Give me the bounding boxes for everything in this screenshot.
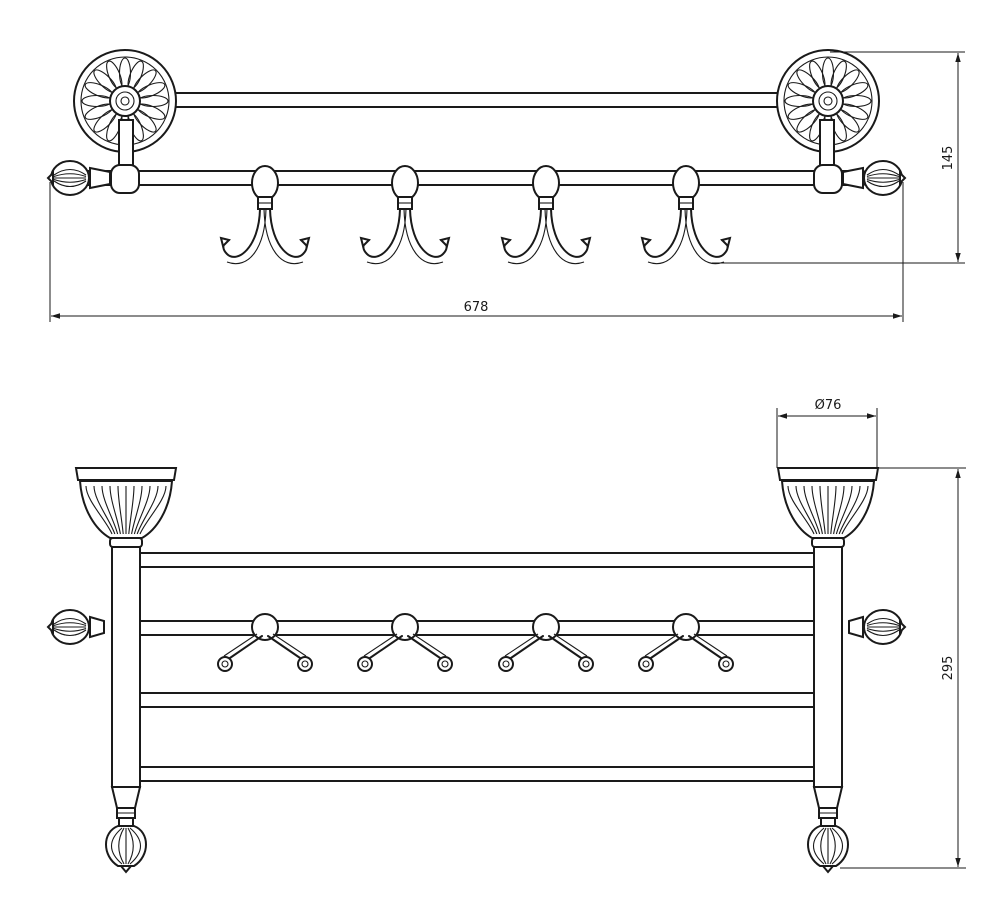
right-post [776, 467, 880, 874]
height-front-dimension-label: 295 [941, 656, 956, 681]
front-top-bar [139, 552, 816, 568]
right-side-finial [848, 609, 907, 645]
left-post [74, 467, 178, 874]
front-bottom-bar [139, 766, 816, 782]
front-view [46, 467, 907, 874]
dimension-diameter: Ø76 [776, 398, 878, 468]
front-posts [74, 467, 880, 874]
top-towel-bar [139, 92, 811, 108]
hook [359, 165, 451, 265]
left-connector [118, 119, 134, 169]
left-joint [110, 164, 140, 194]
dimension-height-front: 295 [840, 467, 966, 869]
hook [640, 165, 732, 265]
front-hook [638, 613, 734, 672]
left-side-finial [46, 609, 105, 645]
right-connector [819, 119, 835, 169]
front-hook [498, 613, 594, 672]
right-finial [842, 160, 907, 196]
front-hook [357, 613, 453, 672]
front-hooks [217, 613, 734, 672]
height-top-dimension-label: 145 [941, 146, 956, 171]
front-side-finials [46, 609, 907, 645]
front-hook-rail [139, 620, 816, 636]
hook [500, 165, 592, 265]
dimension-height-top: 145 [712, 51, 965, 264]
front-hook [217, 613, 313, 672]
width-dimension-label: 678 [464, 300, 489, 315]
double-hooks [219, 165, 732, 265]
hook [219, 165, 311, 265]
rosette-mounts [73, 49, 880, 153]
hook-rail [84, 170, 866, 186]
right-joint [813, 164, 843, 194]
right-rosette [776, 49, 880, 153]
top-view [46, 49, 907, 265]
dimension-width: 678 [49, 182, 904, 322]
front-middle-bar [139, 692, 816, 708]
rail-end-finials [46, 160, 907, 196]
left-rosette [73, 49, 177, 153]
left-finial [46, 160, 111, 196]
diameter-dimension-label: Ø76 [815, 398, 842, 413]
